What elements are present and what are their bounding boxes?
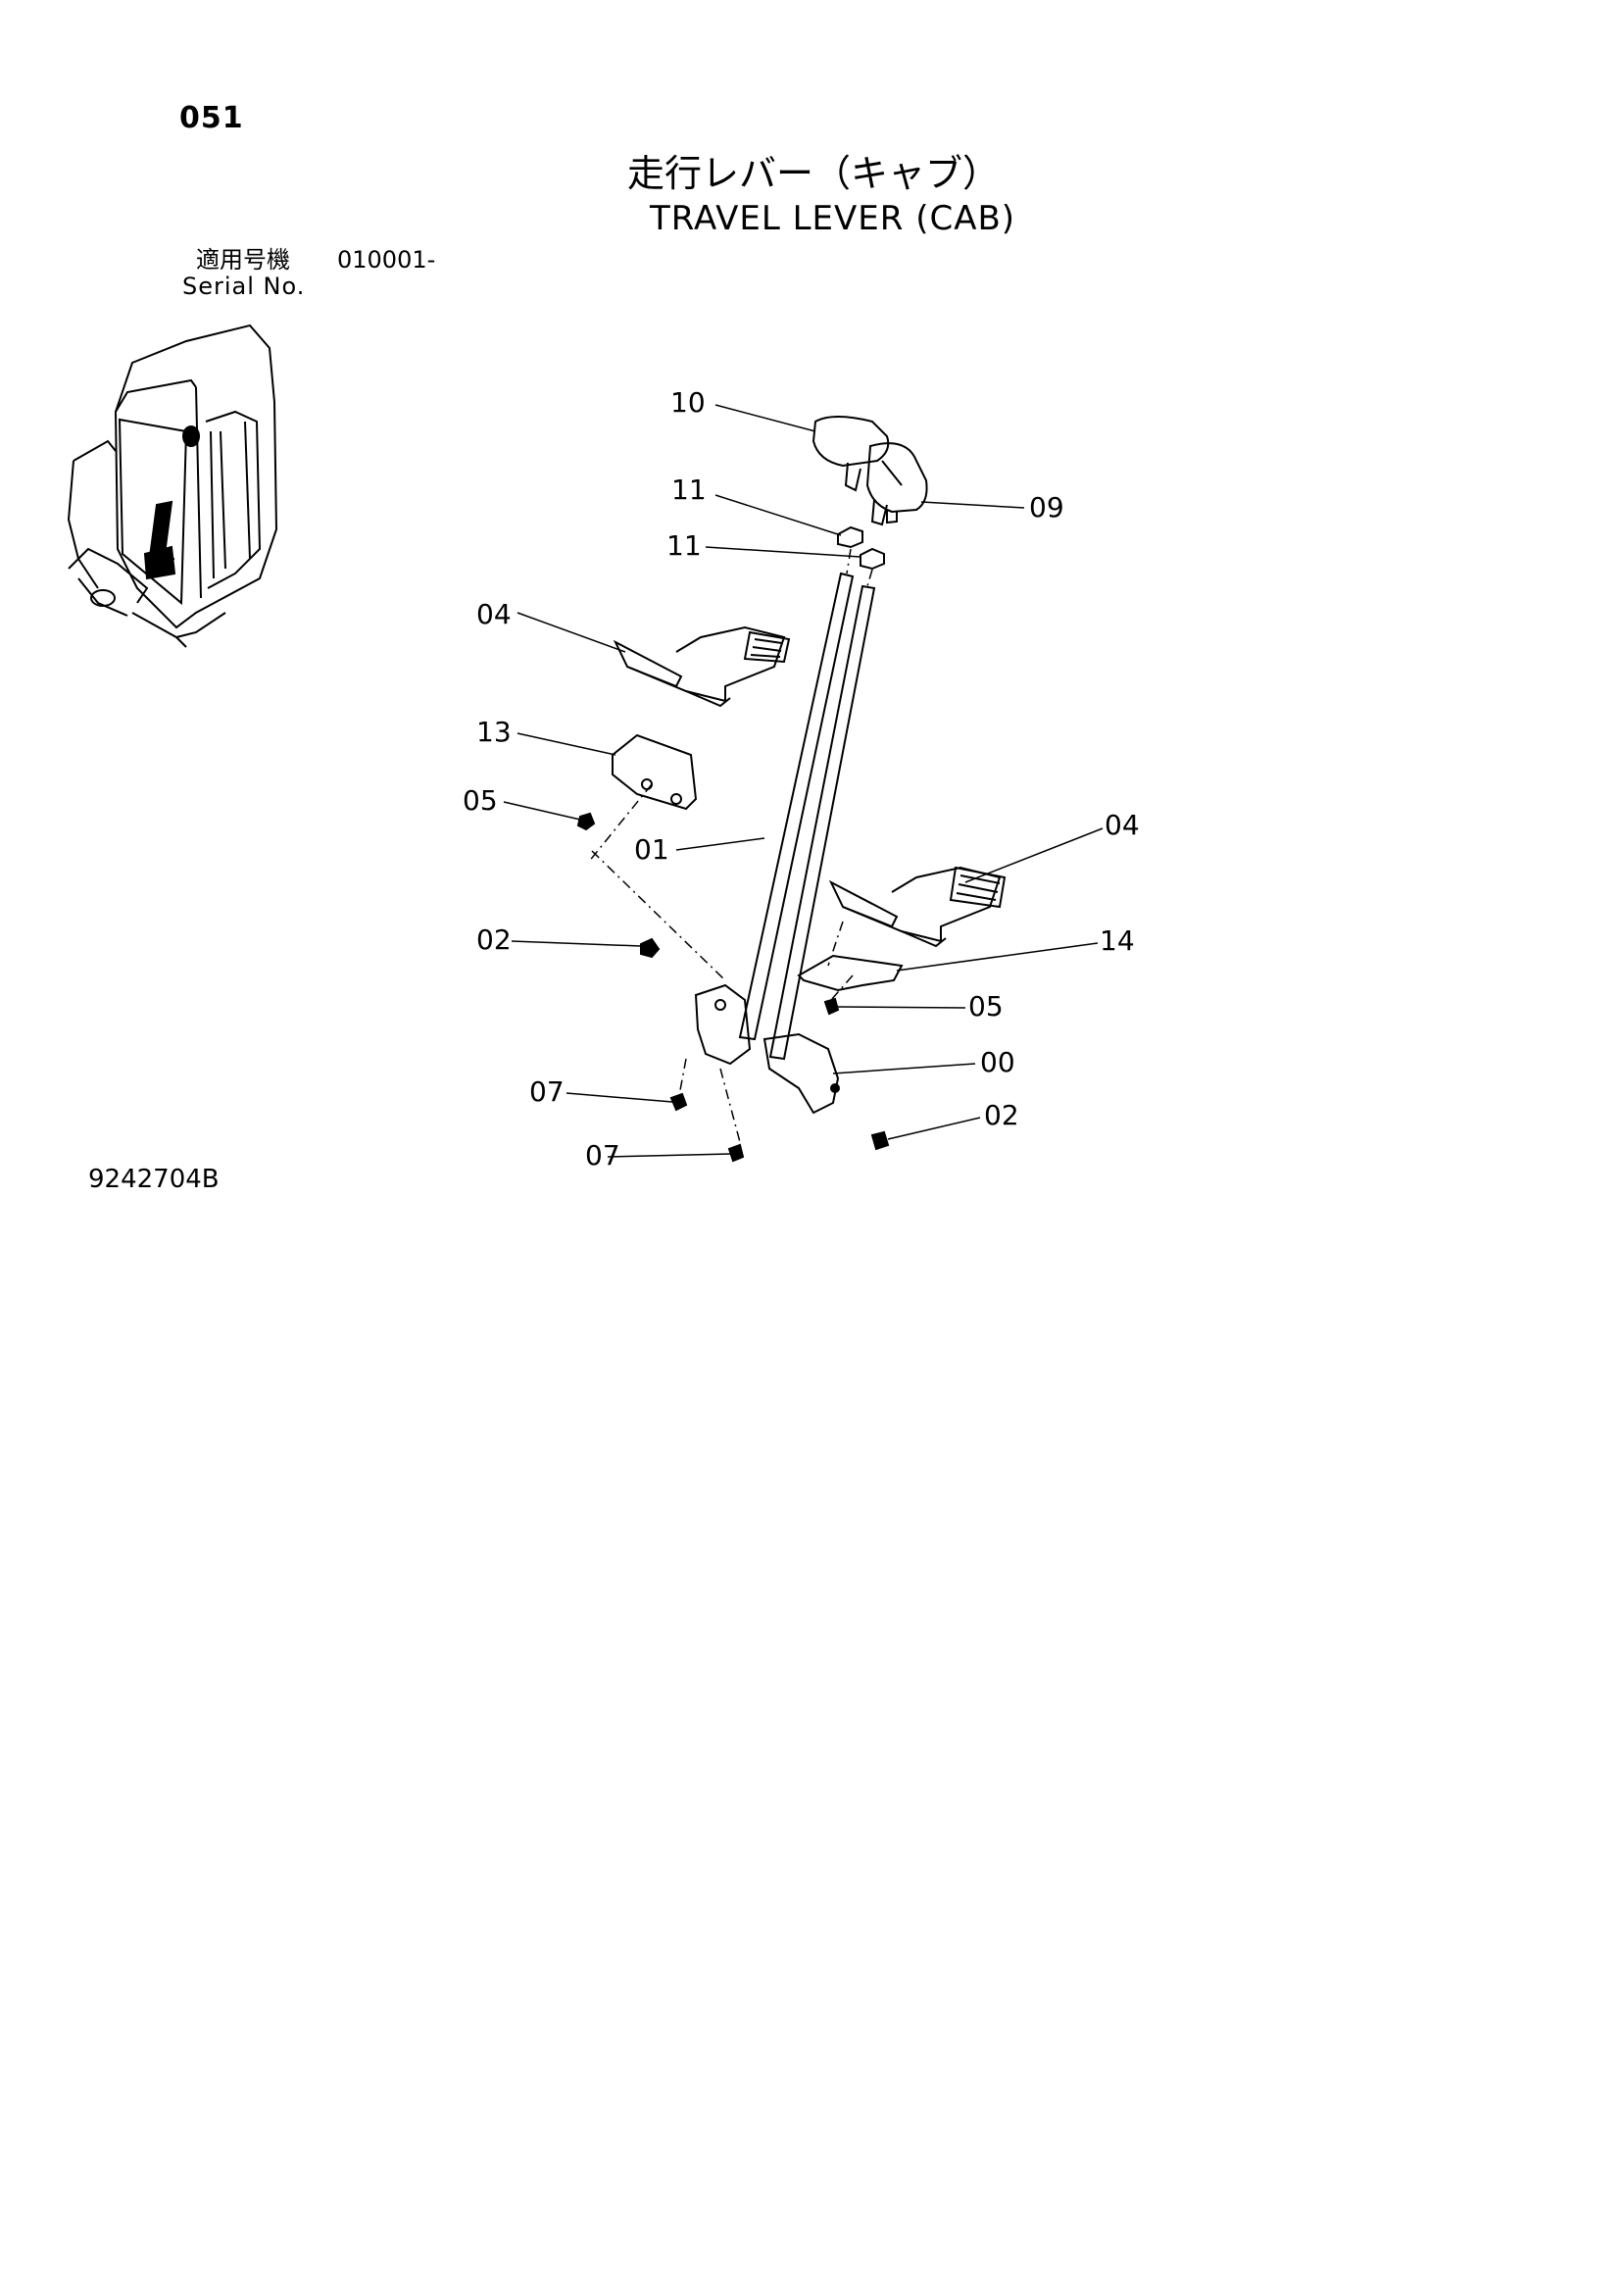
serial-value: 010001- — [337, 246, 436, 274]
callout-04-left: 04 — [476, 598, 512, 630]
bracket-13 — [612, 733, 698, 811]
callout-11-upper: 11 — [671, 474, 707, 506]
callout-04-right: 04 — [1105, 809, 1140, 841]
title-japanese: 走行レバー（キャブ） — [627, 152, 1001, 195]
leader-lines — [503, 404, 1104, 1158]
callout-13: 13 — [476, 716, 512, 748]
lever-rods — [738, 572, 876, 1061]
callout-10: 10 — [670, 386, 706, 419]
travel-lever-marker — [143, 500, 176, 580]
serial-label-english: Serial No. — [182, 273, 306, 300]
right-pedal — [828, 866, 1007, 948]
callout-05-right: 05 — [968, 990, 1004, 1023]
callout-00: 00 — [980, 1046, 1015, 1078]
page-number: 051 — [179, 101, 244, 135]
callout-02-left: 02 — [476, 923, 512, 956]
knob-parts — [812, 416, 928, 526]
drawing-number: 9242704B — [88, 1165, 220, 1194]
left-pedal — [613, 625, 791, 708]
callout-09: 09 — [1029, 491, 1064, 524]
callout-05-left: 05 — [463, 784, 498, 817]
callout-02-right: 02 — [984, 1099, 1019, 1131]
callout-07-lower: 07 — [585, 1139, 620, 1172]
base-bracket — [694, 983, 840, 1115]
callout-07-upper: 07 — [529, 1075, 565, 1108]
callout-01: 01 — [634, 833, 669, 866]
cab-location-thumbnail — [67, 324, 278, 648]
bolts — [576, 812, 890, 1163]
assembly-guides — [587, 548, 873, 1143]
callout-11-lower: 11 — [666, 529, 702, 562]
callout-14: 14 — [1100, 924, 1135, 957]
bracket-14 — [797, 954, 904, 992]
serial-label-japanese: 適用号機 — [196, 246, 290, 274]
nut-parts — [837, 525, 885, 571]
title-english: TRAVEL LEVER (CAB) — [650, 199, 1016, 238]
